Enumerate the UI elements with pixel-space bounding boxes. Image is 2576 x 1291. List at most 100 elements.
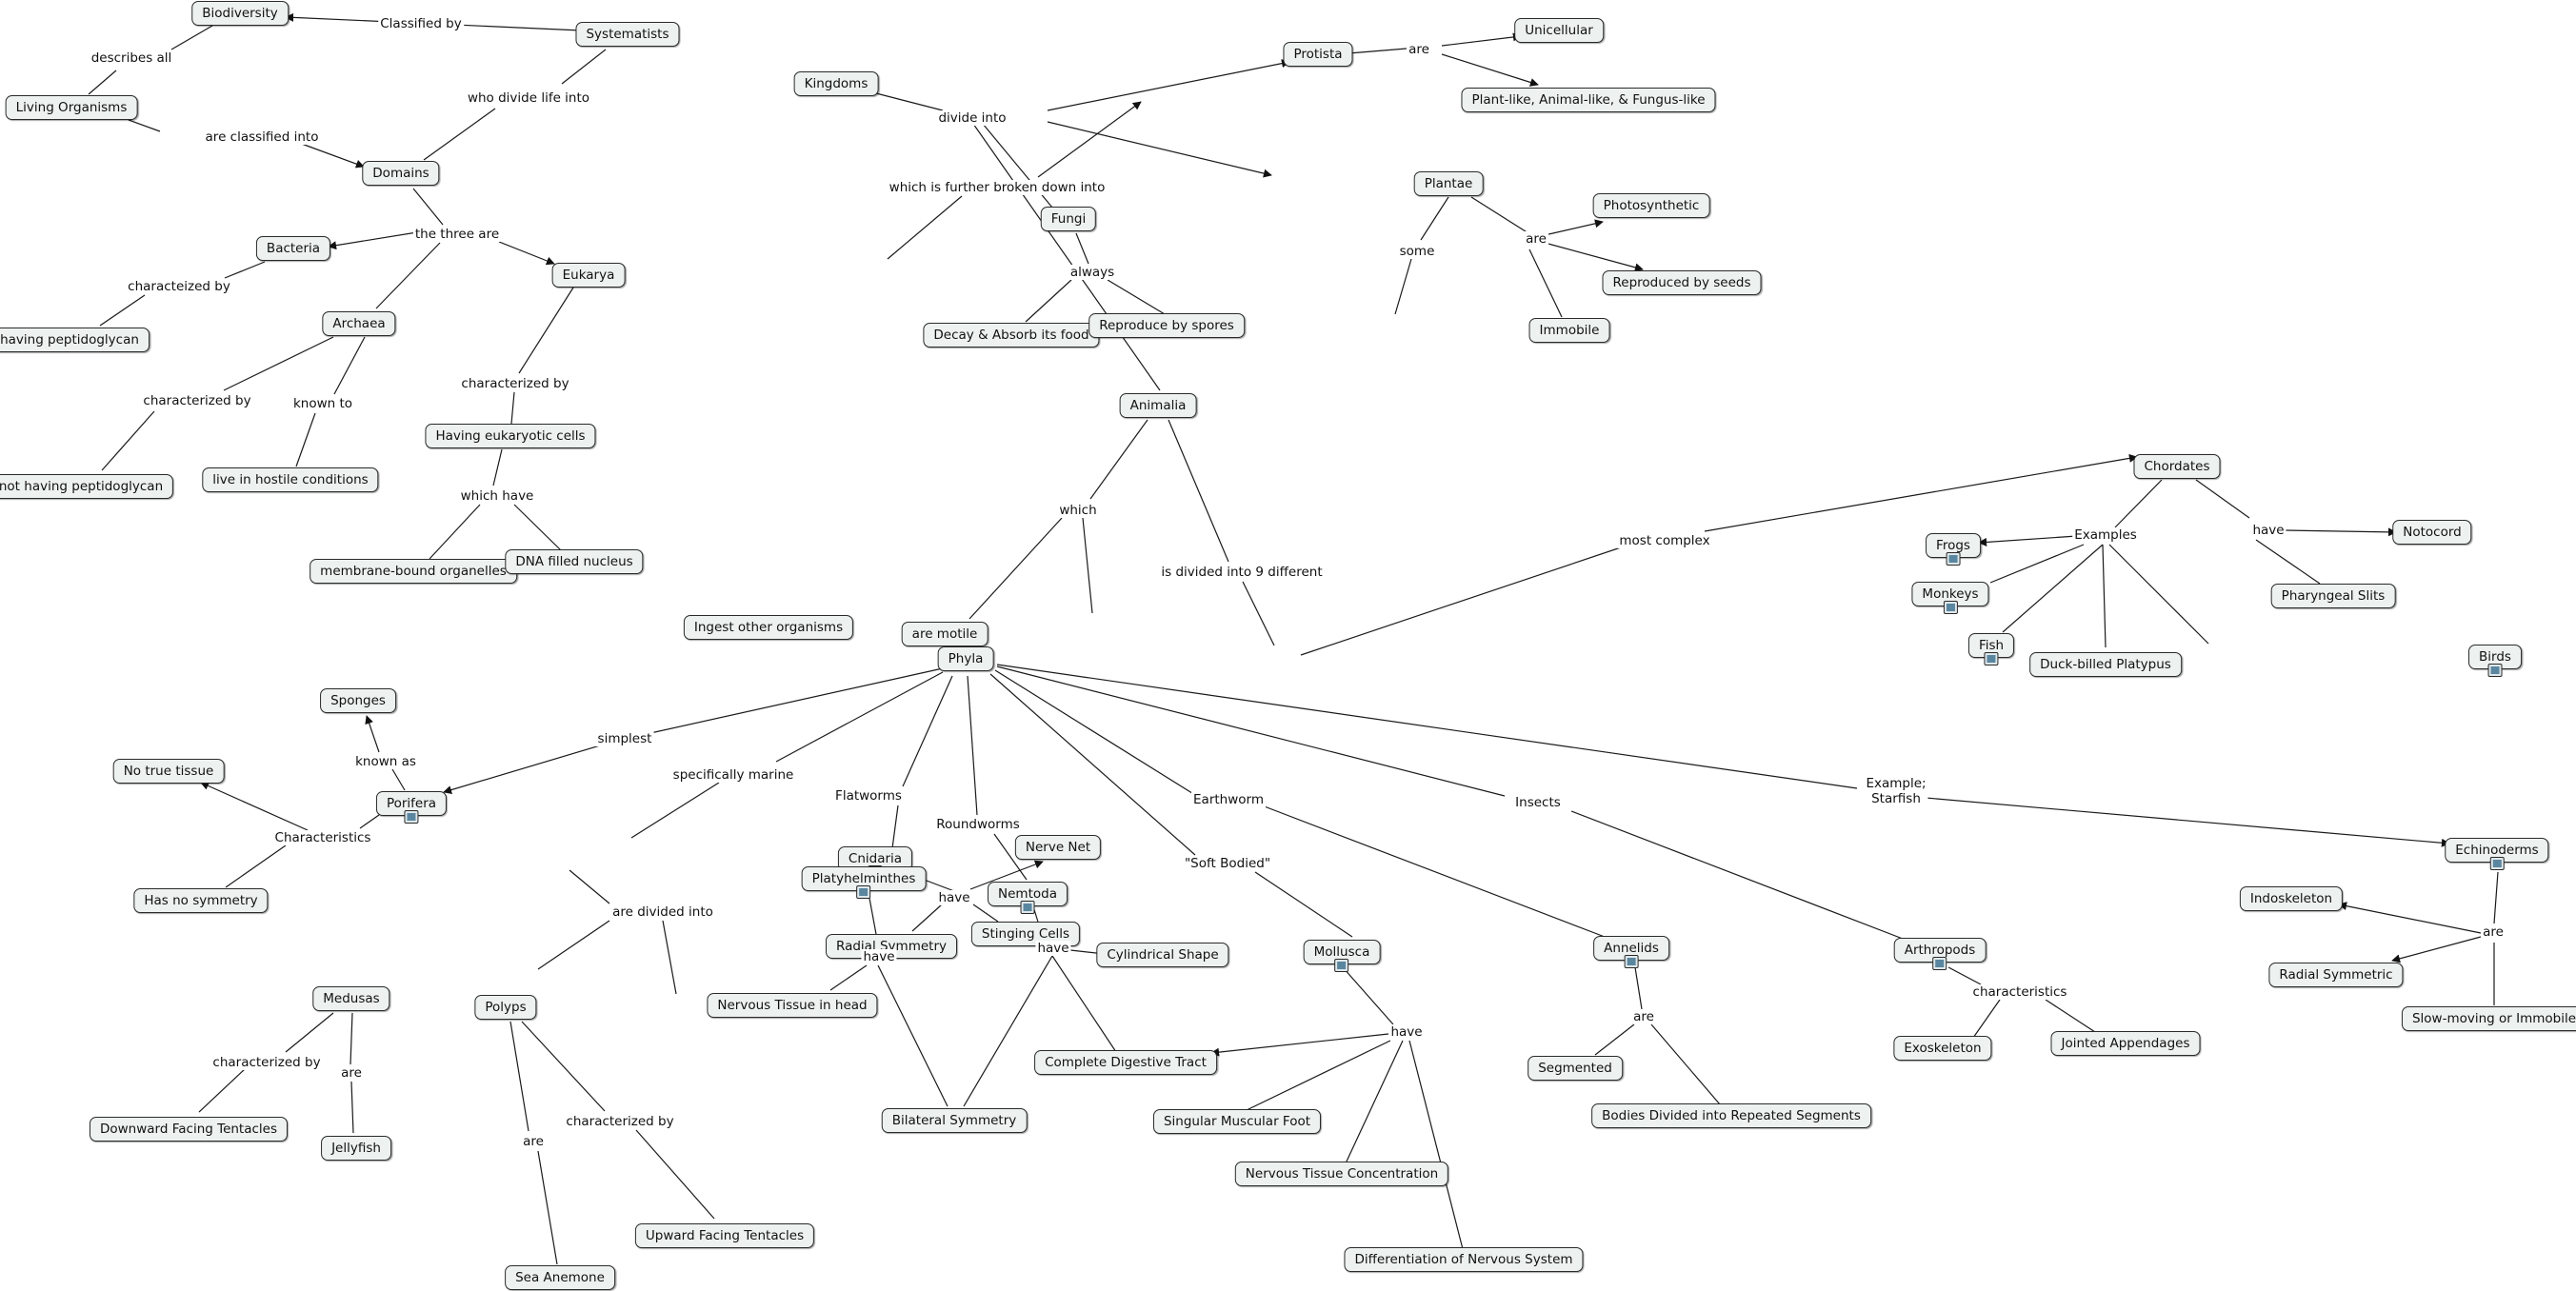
concept-upward-tentacles[interactable]: Upward Facing Tentacles bbox=[634, 1223, 815, 1248]
concept-fish[interactable]: Fish bbox=[1967, 633, 2015, 665]
concept-cylindrical-shape[interactable]: Cylindrical Shape bbox=[1096, 943, 1229, 967]
concept-annelids[interactable]: Annelids bbox=[1593, 936, 1669, 968]
link-arthropod-characteristics[interactable]: characteristics bbox=[1970, 984, 2069, 1000]
concept-no-symmetry[interactable]: Has no symmetry bbox=[133, 888, 269, 913]
concept-mollusca[interactable]: Mollusca bbox=[1303, 940, 1381, 972]
link-are-classified-into[interactable]: are classified into bbox=[203, 129, 321, 145]
concept-domains[interactable]: Domains bbox=[362, 161, 440, 186]
concept-living-organisms[interactable]: Living Organisms bbox=[5, 95, 138, 120]
concept-platypus[interactable]: Duck-billed Platypus bbox=[2029, 652, 2182, 677]
concept-not-having-peptidoglycan[interactable]: not having peptidoglycan bbox=[0, 474, 174, 499]
concept-reproduce-spores[interactable]: Reproduce by spores bbox=[1088, 313, 1245, 338]
concept-immobile[interactable]: Immobile bbox=[1528, 318, 1610, 343]
link-insects[interactable]: Insects bbox=[1513, 795, 1563, 810]
concept-nervous-tissue-head[interactable]: Nervous Tissue in head bbox=[707, 993, 878, 1018]
link-platy-have[interactable]: have bbox=[861, 949, 897, 964]
link-simplest[interactable]: simplest bbox=[595, 731, 654, 746]
resource-icon[interactable] bbox=[1946, 552, 1961, 566]
concept-porifera[interactable]: Porifera bbox=[375, 791, 448, 824]
concept-notocord[interactable]: Notocord bbox=[2392, 520, 2472, 545]
concept-kingdoms[interactable]: Kingdoms bbox=[793, 71, 879, 96]
concept-phyla[interactable]: Phyla bbox=[937, 646, 994, 671]
resource-icon[interactable] bbox=[2489, 857, 2505, 870]
link-divided-into-9[interactable]: is divided into 9 different bbox=[1159, 565, 1325, 580]
link-nemtoda-have[interactable]: have bbox=[1035, 941, 1071, 956]
link-divide-into[interactable]: divide into bbox=[936, 110, 1008, 126]
link-eukarya-characterized-by[interactable]: characterized by bbox=[459, 376, 571, 391]
concept-having-peptidoglycan[interactable]: having peptidoglycan bbox=[0, 328, 150, 352]
resource-icon[interactable] bbox=[1943, 601, 1958, 614]
concept-systematists[interactable]: Systematists bbox=[575, 22, 680, 47]
link-mollusca-have[interactable]: have bbox=[1388, 1024, 1425, 1040]
resource-icon[interactable] bbox=[1020, 901, 1035, 914]
concept-are-motile[interactable]: are motile bbox=[901, 622, 988, 646]
link-archaea-characterized-by[interactable]: characterized by bbox=[141, 393, 253, 408]
concept-jellyfish[interactable]: Jellyfish bbox=[321, 1136, 391, 1161]
link-echinoderms-are[interactable]: are bbox=[2481, 924, 2506, 940]
link-plantae-are[interactable]: are bbox=[1524, 231, 1548, 247]
concept-no-true-tissue[interactable]: No true tissue bbox=[112, 759, 225, 784]
link-polyps-characterized-by[interactable]: characterized by bbox=[564, 1114, 676, 1129]
concept-eukarya[interactable]: Eukarya bbox=[551, 263, 626, 288]
concept-radial-symmetric[interactable]: Radial Symmetric bbox=[2268, 963, 2404, 987]
concept-birds[interactable]: Birds bbox=[2468, 645, 2522, 677]
concept-bilateral-symmetry[interactable]: Bilateral Symmetry bbox=[881, 1108, 1028, 1133]
concept-reproduced-by-seeds[interactable]: Reproduced by seeds bbox=[1602, 270, 1762, 295]
concept-chordates[interactable]: Chordates bbox=[2133, 454, 2221, 479]
link-who-divide-life-into[interactable]: who divide life into bbox=[465, 90, 592, 106]
concept-complete-digestive[interactable]: Complete Digestive Tract bbox=[1034, 1050, 1217, 1075]
concept-polyps[interactable]: Polyps bbox=[474, 995, 537, 1020]
link-annelids-are[interactable]: are bbox=[1631, 1009, 1656, 1024]
concept-nerve-net[interactable]: Nerve Net bbox=[1014, 835, 1102, 860]
concept-exoskeleton[interactable]: Exoskeleton bbox=[1893, 1036, 1992, 1061]
concept-sponges[interactable]: Sponges bbox=[320, 688, 396, 713]
concept-indoskeleton[interactable]: Indoskeleton bbox=[2239, 886, 2344, 911]
link-medusa-characterized-by[interactable]: characterized by bbox=[210, 1055, 323, 1070]
concept-fungi[interactable]: Fungi bbox=[1040, 207, 1097, 231]
link-characteized-by[interactable]: characteized by bbox=[126, 279, 232, 294]
concept-dna-nucleus[interactable]: DNA filled nucleus bbox=[505, 549, 644, 574]
link-which-have[interactable]: which have bbox=[458, 488, 536, 504]
concept-downward-tentacles[interactable]: Downward Facing Tentacles bbox=[89, 1117, 289, 1142]
link-roundworms[interactable]: Roundworms bbox=[934, 817, 1022, 832]
resource-icon[interactable] bbox=[404, 810, 419, 824]
concept-photosynthetic[interactable]: Photosynthetic bbox=[1592, 193, 1710, 218]
resource-icon[interactable] bbox=[1932, 957, 1947, 970]
link-flatworms[interactable]: Flatworms bbox=[833, 788, 904, 804]
concept-hostile-conditions[interactable]: live in hostile conditions bbox=[202, 467, 379, 492]
link-most-complex[interactable]: most complex bbox=[1617, 533, 1712, 548]
link-cnidaria-have[interactable]: have bbox=[936, 890, 972, 905]
resource-icon[interactable] bbox=[1334, 959, 1349, 972]
concept-nemtoda[interactable]: Nemtoda bbox=[988, 882, 1068, 914]
link-which[interactable]: which bbox=[1057, 503, 1099, 518]
link-known-to[interactable]: known to bbox=[290, 396, 355, 411]
concept-platyhelminthes[interactable]: Platyhelminthes bbox=[801, 866, 927, 899]
link-specifically-marine[interactable]: specifically marine bbox=[670, 767, 796, 783]
concept-arthropods[interactable]: Arthropods bbox=[1893, 938, 1987, 970]
link-further-broken-down[interactable]: which is further broken down into bbox=[887, 180, 1108, 195]
concept-nervous-concentration[interactable]: Nervous Tissue Concentration bbox=[1234, 1162, 1449, 1186]
link-describes-all[interactable]: describes all bbox=[89, 50, 174, 66]
concept-biodiversity[interactable]: Biodiversity bbox=[191, 1, 289, 26]
concept-membrane-organelles[interactable]: membrane-bound organelles bbox=[310, 559, 517, 584]
concept-muscular-foot[interactable]: Singular Muscular Foot bbox=[1152, 1109, 1322, 1134]
link-are-divided-into[interactable]: are divided into bbox=[610, 904, 715, 920]
concept-ingest-organisms[interactable]: Ingest other organisms bbox=[683, 615, 854, 640]
concept-differentiation-nervous[interactable]: Differentiation of Nervous System bbox=[1344, 1247, 1584, 1272]
concept-animalia[interactable]: Animalia bbox=[1119, 393, 1197, 418]
concept-jointed-appendages[interactable]: Jointed Appendages bbox=[2050, 1031, 2201, 1056]
link-classified-by[interactable]: Classified by bbox=[378, 16, 464, 31]
link-some[interactable]: some bbox=[1397, 244, 1437, 259]
concept-plant-animal-fungus[interactable]: Plant-like, Animal-like, & Fungus-like bbox=[1461, 88, 1716, 112]
concept-archaea[interactable]: Archaea bbox=[322, 311, 396, 336]
link-chordates-have[interactable]: have bbox=[2250, 523, 2286, 538]
link-polyps-are[interactable]: are bbox=[521, 1134, 546, 1149]
link-soft-bodied[interactable]: "Soft Bodied" bbox=[1182, 856, 1273, 871]
link-the-three-are[interactable]: the three are bbox=[412, 227, 502, 242]
concept-medusas[interactable]: Medusas bbox=[312, 986, 390, 1011]
link-characteristics[interactable]: Characteristics bbox=[272, 830, 373, 845]
resource-icon[interactable] bbox=[2487, 664, 2503, 677]
link-always[interactable]: always bbox=[1068, 265, 1117, 280]
link-earthworm[interactable]: Earthworm bbox=[1191, 792, 1266, 807]
concept-echinoderms[interactable]: Echinoderms bbox=[2445, 838, 2549, 870]
